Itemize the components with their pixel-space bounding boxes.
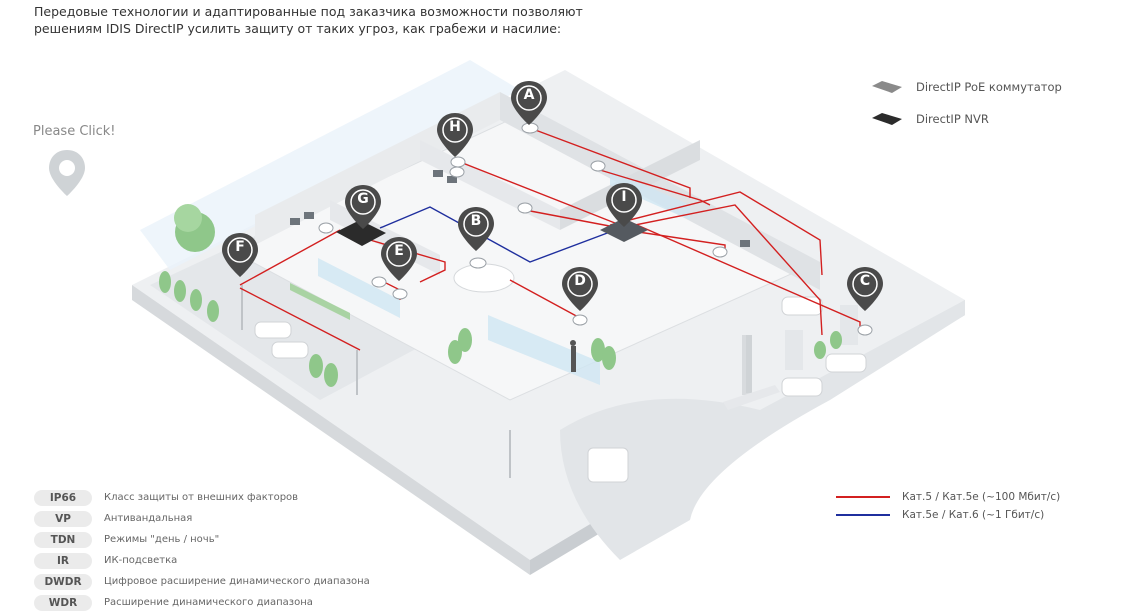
cable-legend-cat5: Кат.5 / Кат.5e (~100 Мбит/с) (836, 488, 1060, 506)
feature-badge: WDR (34, 594, 92, 611)
marker-d[interactable]: D (561, 266, 599, 312)
feature-badge: DWDR (34, 573, 92, 590)
intro-line-2: решениям IDIS DirectIP усилить защиту от… (34, 21, 562, 36)
cable-legend-label: Кат.5e / Кат.6 (~1 Гбит/с) (902, 509, 1045, 521)
person (571, 346, 576, 372)
feature-text: Расширение динамического диапазона (104, 597, 313, 608)
device-legend-label: DirectIP PoE коммутатор (916, 80, 1062, 94)
map-pin-icon (47, 148, 87, 202)
marker-i[interactable]: I (605, 182, 643, 228)
feature-row: TDN Режимы "день / ночь" (34, 529, 370, 550)
marker-e[interactable]: E (380, 236, 418, 282)
marker-c[interactable]: C (846, 266, 884, 312)
poe-switch-icon (872, 81, 902, 93)
marker-b-label: B (470, 213, 482, 229)
marker-b[interactable]: B (457, 206, 495, 252)
marker-h[interactable]: H (436, 112, 474, 158)
feature-row: DWDR Цифровое расширение динамического д… (34, 571, 370, 592)
feature-text: Режимы "день / ночь" (104, 534, 220, 545)
please-click-hint: Please Click! (33, 124, 116, 139)
marker-g-label: G (357, 191, 369, 207)
marker-i-label: I (621, 189, 627, 205)
feature-row: IR ИК-подсветка (34, 550, 370, 571)
glass-panel-back (610, 170, 690, 220)
round-table (453, 263, 515, 293)
marker-f[interactable]: F (221, 232, 259, 278)
cable-legend: Кат.5 / Кат.5e (~100 Мбит/с) Кат.5e / Ка… (836, 488, 1060, 524)
nvr-icon (872, 113, 902, 125)
nvr-device (336, 220, 386, 246)
feature-badge: VP (34, 510, 92, 527)
marker-d-label: D (574, 273, 586, 289)
intro-line-1: Передовые технологии и адаптированные по… (34, 4, 583, 19)
red-line-swatch (836, 496, 890, 498)
marker-e-label: E (394, 243, 404, 259)
feature-text: Антивандальная (104, 513, 193, 524)
feature-badge: TDN (34, 531, 92, 548)
marker-a[interactable]: A (510, 80, 548, 126)
cable-legend-cat6: Кат.5e / Кат.6 (~1 Гбит/с) (836, 506, 1060, 524)
feature-legend: IP66 Класс защиты от внешних факторов VP… (34, 487, 370, 613)
device-legend-nvr[interactable]: DirectIP NVR (872, 108, 1062, 130)
glass-panel-left (318, 258, 400, 318)
feature-badge: IR (34, 552, 92, 569)
cables-cat5 (239, 127, 861, 351)
feature-text: ИК-подсветка (104, 555, 178, 566)
intro-text: Передовые технологии и адаптированные по… (34, 3, 654, 37)
device-legend: DirectIP PoE коммутатор DirectIP NVR (872, 76, 1062, 140)
feature-text: Класс защиты от внешних факторов (104, 492, 299, 503)
marker-c-label: C (859, 273, 871, 289)
blue-line-swatch (836, 514, 890, 516)
trees (159, 204, 842, 387)
feature-text: Цифровое расширение динамического диапаз… (104, 576, 370, 587)
camera-domes (318, 122, 873, 336)
feature-row: VP Антивандальная (34, 508, 370, 529)
device-legend-label: DirectIP NVR (916, 112, 989, 126)
ground-slab-left (132, 285, 530, 575)
marker-a-label: A (523, 87, 535, 103)
feature-row: IP66 Класс защиты от внешних факторов (34, 487, 370, 508)
sky-haze (140, 60, 520, 270)
marker-g[interactable]: G (344, 184, 382, 230)
feature-row: WDR Расширение динамического диапазона (34, 592, 370, 613)
feature-badge: IP66 (34, 489, 92, 506)
device-legend-poe-switch[interactable]: DirectIP PoE коммутатор (872, 76, 1062, 98)
cars (254, 296, 867, 483)
marker-h-label: H (449, 119, 461, 135)
marker-f-label: F (235, 239, 245, 255)
poe-switch-device (600, 218, 648, 242)
cable-legend-label: Кат.5 / Кат.5e (~100 Мбит/с) (902, 491, 1061, 503)
